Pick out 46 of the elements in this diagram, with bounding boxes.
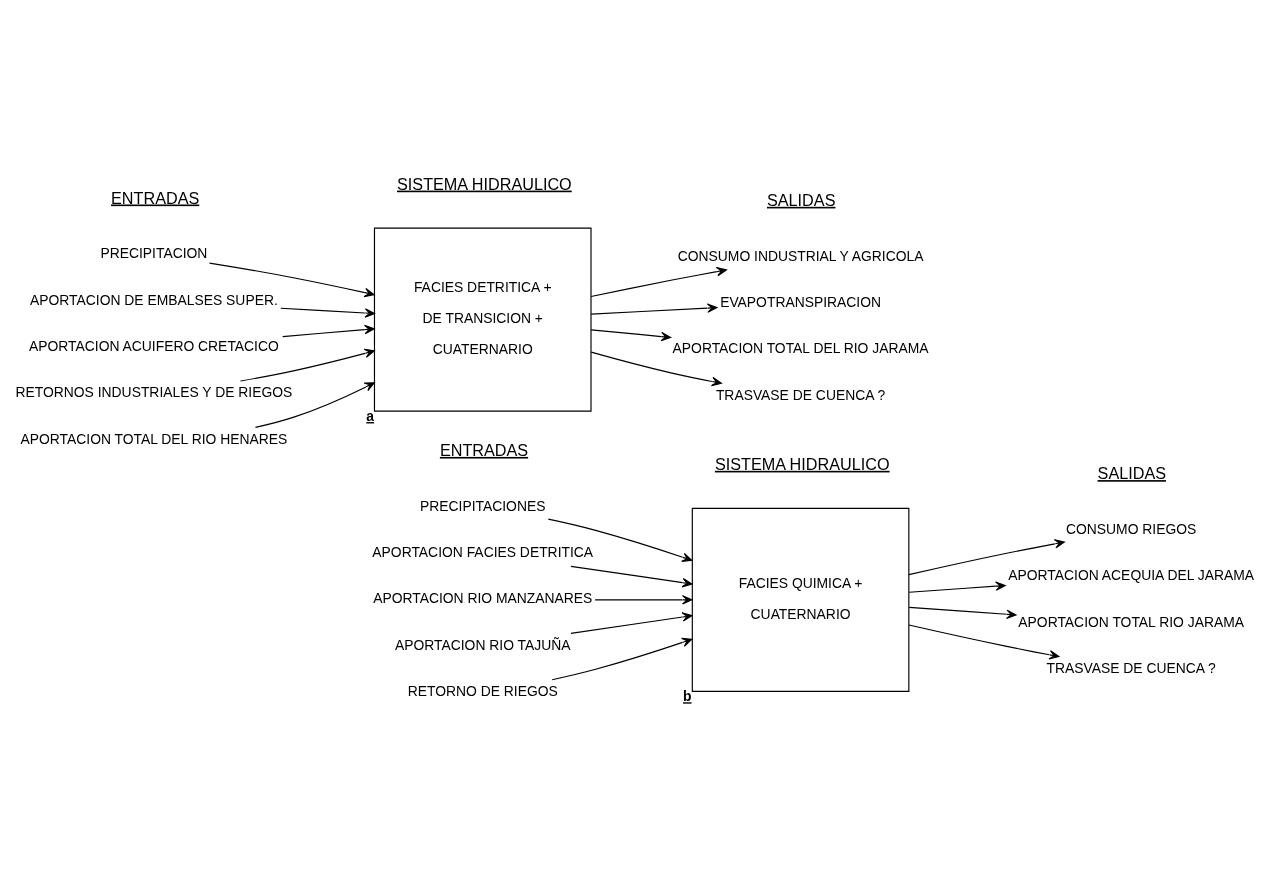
arrow — [239, 348, 375, 382]
node-text: APORTACION DE EMBALSES SUPER. — [30, 291, 278, 308]
arrow — [908, 606, 1017, 619]
node-text: APORTACION RIO TAJUÑA — [394, 636, 571, 653]
node-text: PRECIPITACION — [100, 244, 208, 261]
arrow — [908, 623, 1060, 660]
node-text: APORTACION ACUIFERO CRETACICO — [29, 337, 279, 354]
node-text: APORTACION FACIES DETRITICA — [372, 543, 594, 560]
node-text: APORTACION TOTAL DEL RIO HENARES — [20, 430, 288, 447]
arrow — [254, 381, 375, 428]
arrow — [570, 565, 693, 587]
node-box: FACIES QUIMICA + CUATERNARIO — [691, 507, 910, 692]
label: ENTRADAS — [111, 187, 200, 206]
node-text: CONSUMO INDUSTRIAL Y AGRICOLA — [677, 247, 924, 264]
node-text: RETORNOS INDUSTRIALES Y DE RIEGOS — [15, 383, 293, 400]
label: SISTEMA HIDRAULICO — [714, 454, 890, 473]
node-text: CONSUMO RIEGOS — [1066, 520, 1197, 537]
node-label: b — [683, 687, 692, 704]
arrow — [590, 351, 722, 386]
arrow — [280, 307, 376, 318]
node-box: FACIES DETRITICA + DE TRANSICION + CUATERNARIO — [373, 227, 592, 412]
arrow — [594, 594, 693, 605]
node-text: TRASVASE DE CUENCA ? — [1046, 659, 1216, 676]
arrow — [908, 580, 1006, 593]
arrow — [570, 611, 693, 634]
arrow — [590, 302, 718, 315]
node-text: APORTACION ACEQUIA DEL JARAMA — [1008, 566, 1255, 583]
node-text: TRASVASE DE CUENCA ? — [715, 386, 886, 403]
node-text: APORTACION TOTAL DEL RIO JARAMA — [672, 339, 929, 356]
node-text: PRECIPITACIONES — [420, 497, 546, 514]
arrow — [208, 262, 375, 297]
arrow — [551, 637, 693, 680]
arrow — [547, 518, 693, 562]
node-text: APORTACION TOTAL RIO JARAMA — [1018, 613, 1244, 630]
label: SALIDAS — [1097, 463, 1167, 482]
node-label: a — [366, 407, 375, 424]
node-text: EVAPOTRANSPIRACION — [720, 293, 882, 310]
label: ENTRADAS — [439, 440, 529, 459]
arrow — [590, 266, 727, 297]
node-text: APORTACION RIO MANZANARES — [373, 589, 593, 606]
label: SALIDAS — [767, 190, 836, 209]
node-text: RETORNO DE RIEGOS — [407, 682, 558, 699]
arrow — [908, 538, 1065, 575]
label: SISTEMA HIDRAULICO — [397, 174, 572, 193]
arrow — [282, 324, 375, 337]
arrow — [590, 328, 672, 341]
